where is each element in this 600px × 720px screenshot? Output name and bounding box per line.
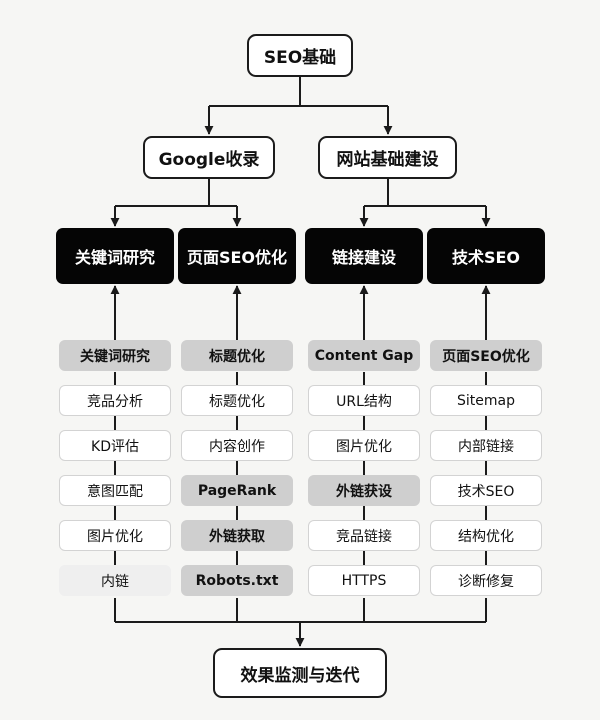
column-3-item-5: 竞品链接 [308, 520, 420, 551]
root-node-seo-basics: SEO基础 [247, 34, 353, 77]
header-onpage-seo: 页面SEO优化 [178, 228, 296, 284]
column-2-item-2: 标题优化 [181, 385, 293, 416]
column-1-item-3: KD评估 [59, 430, 171, 461]
node-monitor-iterate: 效果监测与迭代 [213, 648, 387, 698]
header-link-building: 链接建设 [305, 228, 423, 284]
column-1-item-6: 内链 [59, 565, 171, 596]
node-google-indexing: Google收录 [143, 136, 275, 179]
column-3-item-6: HTTPS [308, 565, 420, 596]
column-4-item-5: 结构优化 [430, 520, 542, 551]
header-technical-seo: 技术SEO [427, 228, 545, 284]
column-1-item-4: 意图匹配 [59, 475, 171, 506]
column-2-item-1: 标题优化 [181, 340, 293, 371]
column-2-item-4: PageRank [181, 475, 293, 506]
node-site-infrastructure: 网站基础建设 [318, 136, 457, 179]
column-1-item-2: 竞品分析 [59, 385, 171, 416]
column-2-item-6: Robots.txt [181, 565, 293, 596]
column-4-item-4: 技术SEO [430, 475, 542, 506]
column-4-item-1: 页面SEO优化 [430, 340, 542, 371]
column-4-item-6: 诊断修复 [430, 565, 542, 596]
column-3-item-3: 图片优化 [308, 430, 420, 461]
column-1-item-5: 图片优化 [59, 520, 171, 551]
column-3-item-2: URL结构 [308, 385, 420, 416]
header-keyword-research: 关键词研究 [56, 228, 174, 284]
column-2-item-5: 外链获取 [181, 520, 293, 551]
column-1-item-1: 关键词研究 [59, 340, 171, 371]
column-3-item-4: 外链获设 [308, 475, 420, 506]
column-4-item-2: Sitemap [430, 385, 542, 416]
column-4-item-3: 内部链接 [430, 430, 542, 461]
column-2-item-3: 内容创作 [181, 430, 293, 461]
column-3-item-1: Content Gap [308, 340, 420, 371]
